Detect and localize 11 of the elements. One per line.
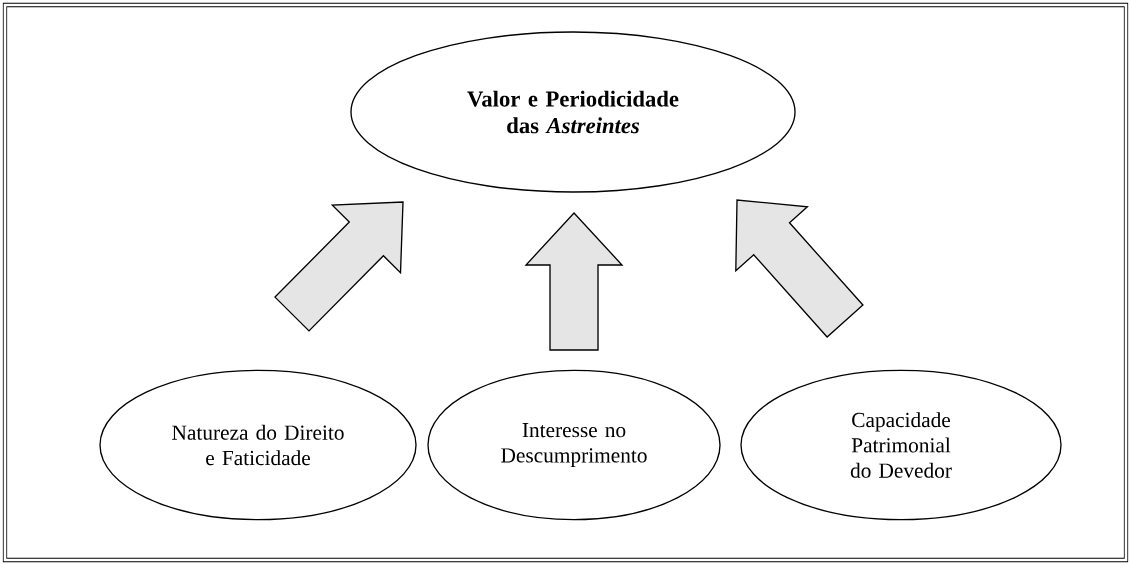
ellipse-node <box>99 369 417 521</box>
ellipse-node <box>350 31 796 193</box>
node-text: Interesse no Descumprimento <box>501 423 647 467</box>
block-arrow <box>274 201 404 332</box>
block-arrow <box>524 212 624 351</box>
node-text: Valor e Periodicidade das Astreintes <box>467 90 679 134</box>
block-arrow <box>735 199 864 338</box>
node-text: Capacidade Patrimonial do Devedor <box>850 412 952 478</box>
node-text: Natureza do Direito e Faticidade <box>172 424 344 466</box>
ellipse-node <box>427 369 721 521</box>
ellipse-node <box>740 369 1062 521</box>
